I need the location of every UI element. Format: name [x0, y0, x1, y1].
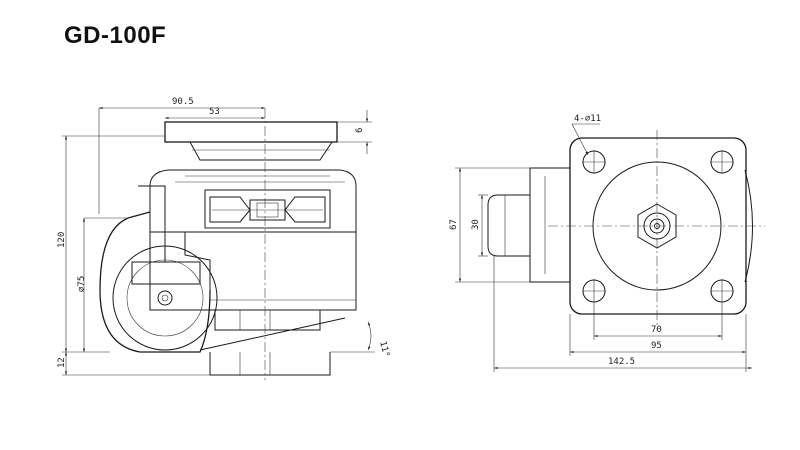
upper-housing: [149, 169, 357, 233]
plate-neck: [189, 141, 333, 161]
lower-body: [149, 232, 357, 311]
mounting-holes: [582, 150, 734, 303]
dim-body-height: 67: [449, 219, 459, 230]
dim-plate-width: 95: [651, 341, 662, 351]
dim-foot-height: 12: [57, 357, 67, 368]
top-view: 4-⌀11 67 30 70 95 142.5: [449, 114, 765, 372]
dim-overall-length: 142.5: [608, 357, 635, 367]
dim-overall-width: 90.5: [172, 97, 194, 107]
angle-label: 11°: [377, 340, 391, 358]
dim-inner-height: 30: [471, 219, 481, 230]
tilt-line: [199, 317, 346, 351]
model-title: GD-100F: [64, 22, 167, 49]
dim-plate-thickness: 6: [355, 128, 365, 133]
gear-assembly: [204, 189, 331, 229]
mounting-plate: [164, 121, 338, 143]
dim-plate-offset: 53: [209, 107, 220, 117]
side-view: 11° 90.5 53 6 120 ⌀75 12: [57, 97, 391, 380]
foot-pad-upper: [214, 310, 321, 331]
dim-wheel-diameter: ⌀75: [77, 276, 87, 292]
holes-label: 4-⌀11: [574, 114, 601, 124]
wheel: [99, 185, 218, 353]
side-body: [529, 167, 570, 283]
side-lever: [487, 194, 530, 257]
dim-hole-pitch: 70: [651, 325, 662, 335]
dim-height: 120: [57, 232, 67, 248]
